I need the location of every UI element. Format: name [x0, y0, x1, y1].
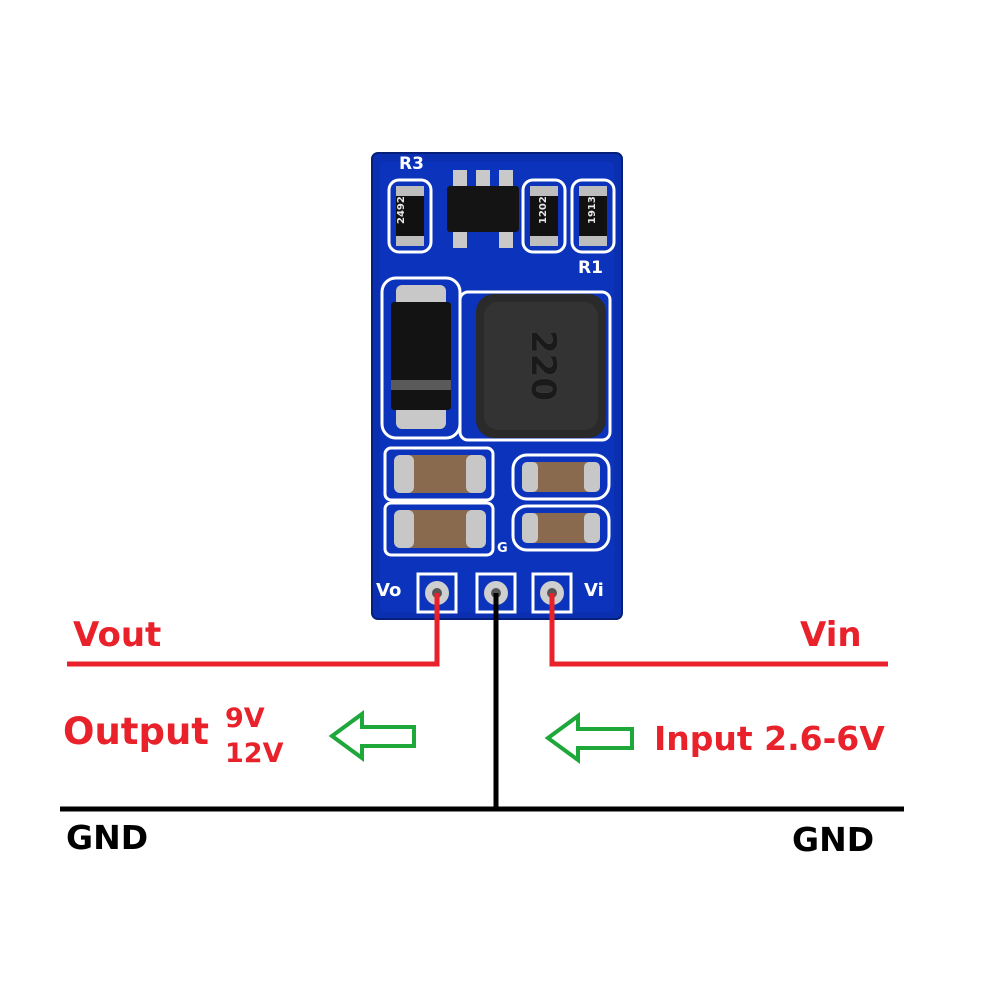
input-range-label: Input 2.6-6V [654, 719, 885, 758]
silk-r3: R3 [399, 154, 424, 174]
silk-vo: Vo [376, 580, 402, 601]
inductor [458, 290, 612, 442]
resistor-right-marking: 1913 [587, 196, 598, 224]
resistor-left-marking: 2492 [396, 196, 407, 224]
vin-wire [549, 593, 888, 667]
capacitor-left-top [383, 446, 495, 502]
capacitor-right-bottom [511, 504, 611, 552]
silk-g: G [497, 541, 508, 556]
pcb-module [371, 152, 623, 620]
resistor-right [570, 178, 616, 254]
resistor-middle [521, 178, 567, 254]
input-arrow-icon [544, 712, 634, 764]
capacitor-left-bottom [383, 501, 495, 557]
output-arrow-icon [328, 710, 416, 762]
capacitor-right-top [511, 453, 611, 501]
resistor-left [387, 178, 433, 254]
vout-wire [67, 593, 440, 667]
gnd-right-label: GND [792, 820, 875, 859]
resistor-middle-marking: 1202 [538, 196, 549, 224]
vout-label: Vout [73, 615, 162, 655]
output-voltage-9v: 9V [225, 703, 265, 734]
gnd-left-label: GND [66, 818, 149, 857]
output-voltage-12v: 12V [225, 738, 284, 769]
vin-label: Vin [800, 615, 862, 655]
inductor-marking: 220 [523, 330, 563, 401]
silk-r1: R1 [578, 258, 603, 278]
silk-vi: Vi [584, 580, 604, 601]
output-label: Output [63, 710, 209, 753]
ic-chip [447, 170, 519, 248]
